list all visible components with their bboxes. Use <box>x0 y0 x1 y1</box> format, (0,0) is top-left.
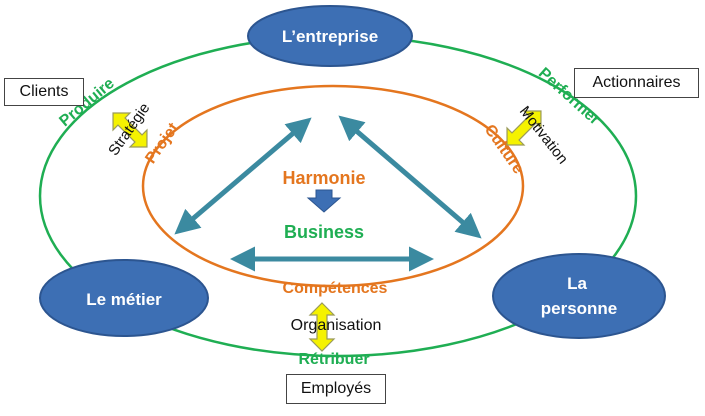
node-personne-label-2: personne <box>541 299 618 318</box>
label-retribuer: Rétribuer <box>298 351 369 368</box>
label-competences: Compétences <box>283 280 388 297</box>
label-organisation: Organisation <box>291 317 382 334</box>
organisation-double-arrow <box>308 302 336 352</box>
node-metier-label: Le métier <box>86 290 162 309</box>
node-personne-label-1: La <box>567 274 587 293</box>
node-entreprise-label: L’entreprise <box>282 27 378 46</box>
motivation-double-arrow <box>506 110 542 146</box>
arrow-entreprise-personne <box>338 115 482 239</box>
harmonie-to-business-arrow <box>306 189 342 213</box>
box-actionnaires: Actionnaires <box>574 68 699 98</box>
node-entreprise <box>247 5 413 67</box>
strategie-double-arrow <box>112 112 148 148</box>
box-employes: Employés <box>286 374 386 404</box>
label-projet: Projet <box>142 119 182 166</box>
label-harmonie: Harmonie <box>282 168 365 188</box>
label-business: Business <box>284 222 364 242</box>
inner-ring <box>141 84 525 288</box>
node-metier <box>39 259 209 337</box>
box-clients: Clients <box>4 78 84 106</box>
arrow-metier-entreprise <box>174 117 312 235</box>
node-personne <box>492 253 666 339</box>
